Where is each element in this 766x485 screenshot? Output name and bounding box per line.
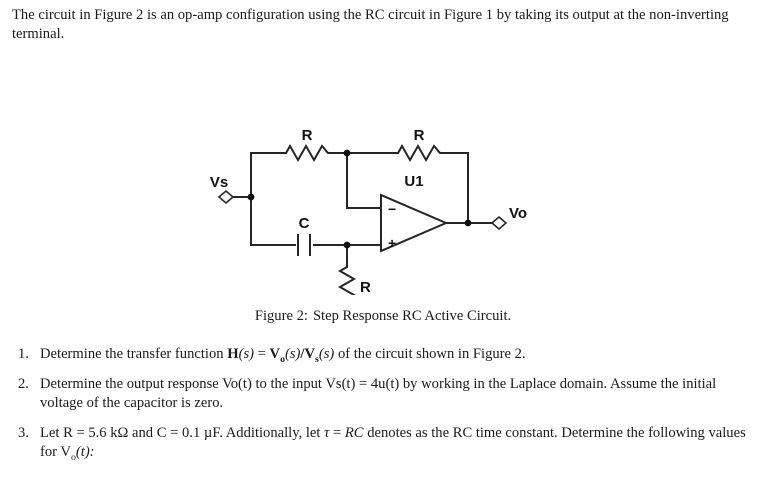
resistor-top-left-label: R xyxy=(302,127,313,144)
question-2-line-2: Assume the initial voltage of the capaci… xyxy=(40,375,717,411)
figure-caption-text: Step Response RC Active Circuit. xyxy=(312,308,512,324)
capacitor-c xyxy=(297,234,311,256)
question-1-vs-s: (s) xyxy=(318,346,335,362)
question-3-line-2a: the following values for V xyxy=(40,424,746,460)
node-dot-noninverting xyxy=(343,241,351,249)
question-1-vo-s: (s) xyxy=(285,346,301,362)
resistor-feedback-label: R xyxy=(414,127,425,144)
opamp-u1 xyxy=(380,193,449,253)
question-1-vs-sub: s xyxy=(315,353,319,365)
question-1-h: H xyxy=(227,346,239,362)
opamp-noninverting-sign: + xyxy=(388,235,396,251)
figure-caption: Figure 2:Step Response RC Active Circuit… xyxy=(0,308,766,325)
circuit-diagram-svg: R R C R xyxy=(210,127,527,295)
intro-paragraph: The circuit in Figure 2 is an op-amp con… xyxy=(12,6,754,44)
resistor-ground xyxy=(337,266,357,295)
question-2-line-1: Determine the output response Vo(t) to t… xyxy=(40,375,608,392)
question-3-line-2-sub: o xyxy=(70,451,76,463)
intro-line-2: the non-inverting terminal. xyxy=(12,7,729,42)
terminal-vo xyxy=(490,215,508,231)
question-2-number: 2. xyxy=(18,375,29,392)
question-3-line-2b: (t): xyxy=(75,443,95,460)
opamp-inverting-sign: − xyxy=(388,201,396,217)
question-1-equals: = xyxy=(253,346,270,362)
question-3-line-1b: denotes as the RC time constant. Determi… xyxy=(363,424,623,441)
node-dot-summing xyxy=(343,149,351,157)
resistor-feedback xyxy=(397,143,446,163)
intro-line-1: The circuit in Figure 2 is an op-amp con… xyxy=(12,7,625,23)
terminal-vs xyxy=(217,189,235,205)
question-1-paren-s-1: (s) xyxy=(238,346,254,362)
resistor-ground-label: R xyxy=(360,279,371,295)
question-1-tail: of the circuit shown in Figure 2. xyxy=(334,346,526,362)
question-1-lead: Determine the transfer function xyxy=(40,346,228,362)
question-list: 1. Determine the transfer function H(s) … xyxy=(12,345,754,473)
question-item-2: 2. Determine the output response Vo(t) t… xyxy=(12,375,754,413)
question-3-eq: = xyxy=(329,424,345,441)
resistor-top-left xyxy=(285,143,334,163)
question-3-tau: τ xyxy=(324,424,330,441)
question-3-line-1a: Let R = 5.6 kΩ and C = 0.1 µF. Additiona… xyxy=(40,424,325,441)
terminal-vs-label: Vs xyxy=(210,174,228,191)
circuit-figure: R R C R xyxy=(0,60,766,295)
wire-inverting-input xyxy=(346,152,382,209)
question-1-vo: V xyxy=(269,346,281,362)
capacitor-label: C xyxy=(299,215,310,232)
question-1-vs: V xyxy=(304,346,316,362)
node-dot-vs xyxy=(247,193,255,201)
question-item-3: 3. Let R = 5.6 kΩ and C = 0.1 µF. Additi… xyxy=(12,424,754,462)
terminal-vo-label: Vo xyxy=(509,205,527,222)
figure-caption-number: Figure 2: xyxy=(254,308,308,324)
opamp-label: U1 xyxy=(404,173,423,190)
question-1-slash: / xyxy=(300,346,305,362)
question-1-number: 1. xyxy=(18,346,29,362)
question-item-1: 1. Determine the transfer function H(s) … xyxy=(12,345,754,364)
question-3-rc: RC xyxy=(344,424,364,441)
question-3-number: 3. xyxy=(18,424,29,441)
node-dot-output xyxy=(464,219,472,227)
question-1-vo-sub: o xyxy=(280,353,286,365)
